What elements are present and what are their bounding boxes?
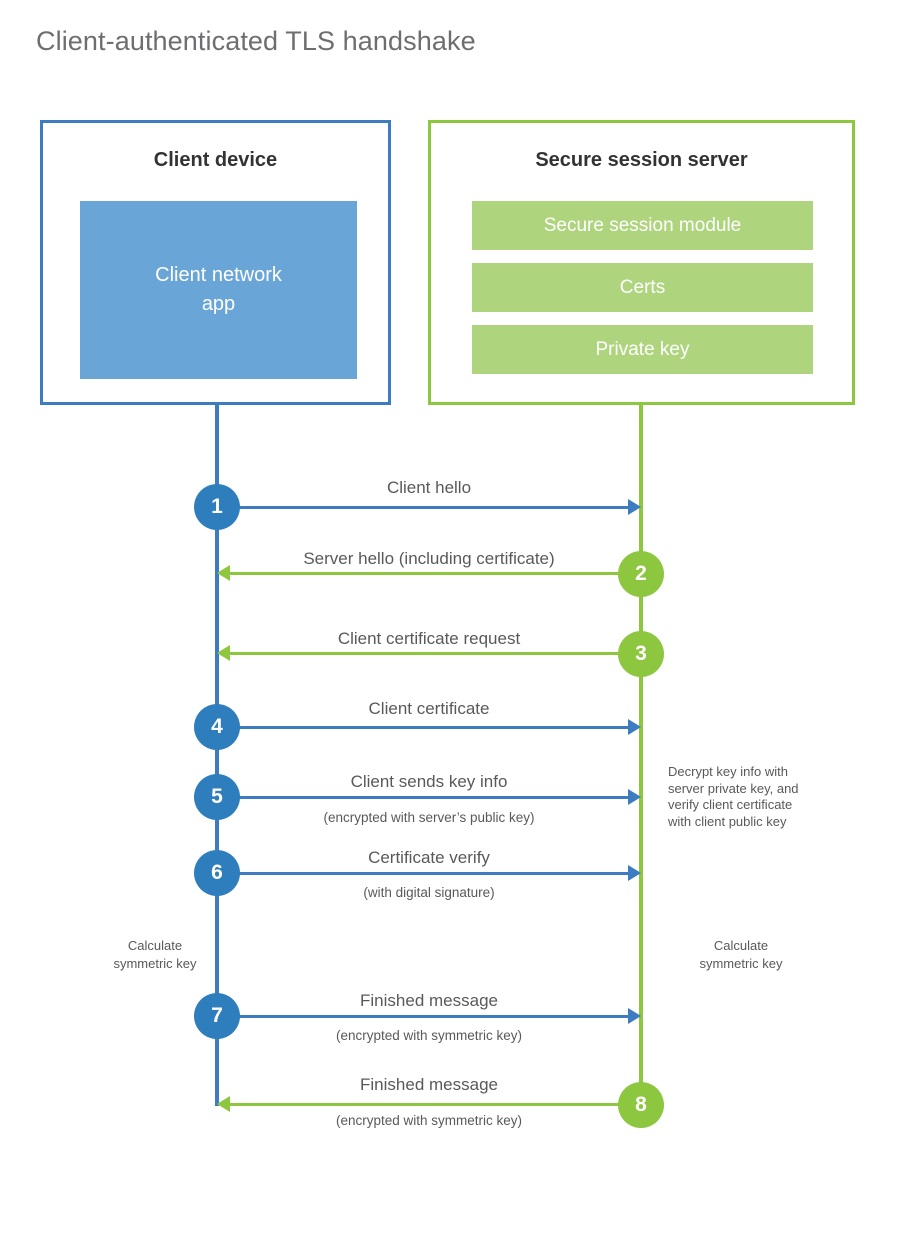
step-8-sublabel: (encrypted with symmetric key)	[335, 1113, 523, 1128]
client-lifeline	[215, 405, 219, 1106]
step-8-arrow-head-icon	[217, 1096, 230, 1112]
step-4-arrow-line	[217, 726, 628, 729]
step-4-label: Client certificate	[368, 699, 490, 718]
step-3-circle: 3	[618, 631, 664, 677]
step-3-arrow-head-icon	[217, 645, 230, 661]
step-7-label: Finished message	[360, 991, 498, 1010]
step-7-arrow-line	[217, 1015, 628, 1018]
step-2-circle: 2	[618, 551, 664, 597]
secure-session-server-box: Secure session server Secure session mod…	[428, 120, 855, 405]
client-device-box: Client device Client network app	[40, 120, 391, 405]
step-1-label: Client hello	[386, 478, 472, 497]
step-5-arrow-line	[217, 796, 628, 799]
secure-session-server-title: Secure session server	[535, 149, 748, 171]
step-2-arrow-line	[230, 572, 641, 575]
server-component-private-key: Private key	[472, 325, 813, 374]
step-5-label: Client sends key info	[350, 772, 508, 791]
step-6-arrow-line	[217, 872, 628, 875]
step-3-arrow-line	[230, 652, 641, 655]
step-7-sublabel: (encrypted with symmetric key)	[335, 1028, 523, 1043]
step-1-arrow-line	[217, 506, 628, 509]
client-calculate-symmetric-key-note: Calculate symmetric key	[113, 938, 197, 971]
step-6-arrow-head-icon	[628, 865, 641, 881]
step-6-sublabel: (with digital signature)	[363, 885, 495, 900]
step-2-label: Server hello (including certificate)	[303, 549, 555, 568]
server-calculate-symmetric-key-note: Calculate symmetric key	[699, 938, 783, 971]
step-6-circle: 6	[194, 850, 240, 896]
server-decrypt-note: Decrypt key info with server private key…	[668, 764, 799, 829]
step-1-arrow-head-icon	[628, 499, 641, 515]
step-4-circle: 4	[194, 704, 240, 750]
step-8-label: Finished message	[360, 1075, 498, 1094]
page-title: Client-authenticated TLS handshake	[36, 26, 476, 56]
step-6-label: Certificate verify	[368, 848, 490, 867]
step-5-circle: 5	[194, 774, 240, 820]
client-network-app-block: Client network app	[80, 201, 357, 379]
step-4-arrow-head-icon	[628, 719, 641, 735]
server-lifeline	[639, 405, 643, 1106]
step-7-circle: 7	[194, 993, 240, 1039]
step-2-arrow-head-icon	[217, 565, 230, 581]
step-5-sublabel: (encrypted with server’s public key)	[323, 810, 535, 825]
step-7-arrow-head-icon	[628, 1008, 641, 1024]
step-8-circle: 8	[618, 1082, 664, 1128]
step-5-arrow-head-icon	[628, 789, 641, 805]
server-component-secure-session-module: Secure session module	[472, 201, 813, 250]
step-3-label: Client certificate request	[337, 629, 521, 648]
server-component-certs: Certs	[472, 263, 813, 312]
step-1-circle: 1	[194, 484, 240, 530]
client-device-title: Client device	[153, 149, 278, 171]
step-8-arrow-line	[230, 1103, 641, 1106]
